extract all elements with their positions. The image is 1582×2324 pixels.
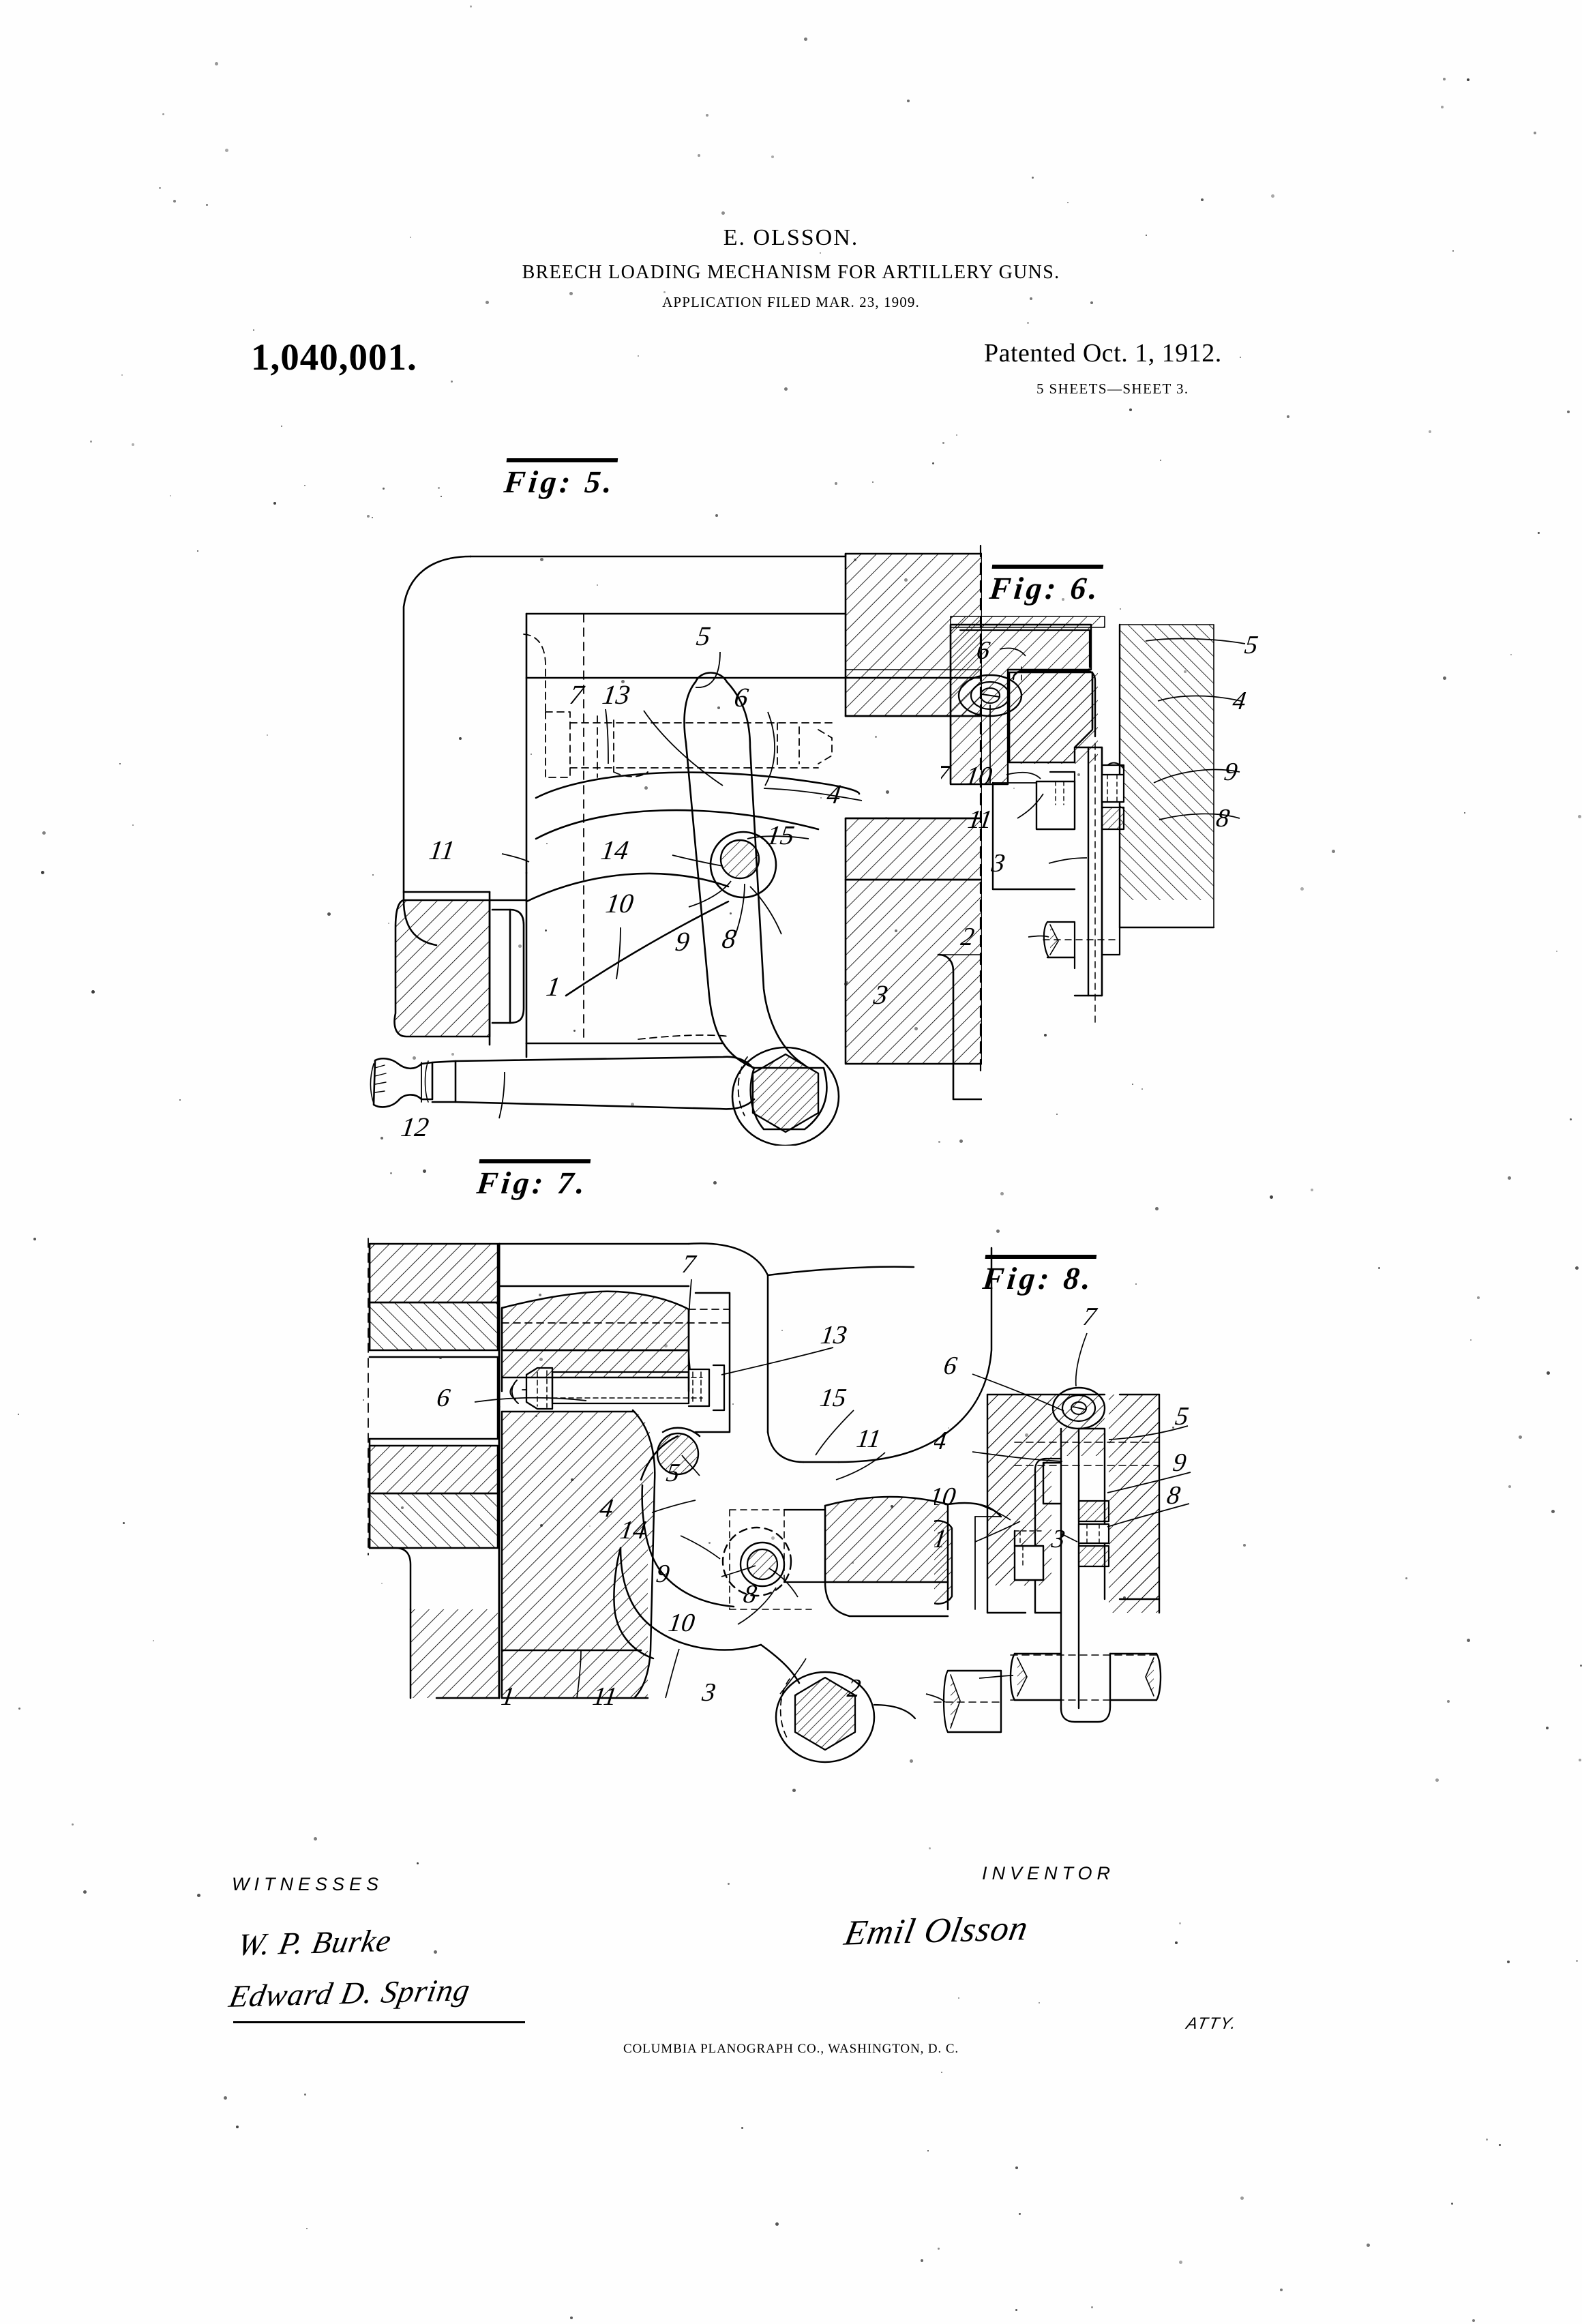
callout-9: 9 [1222, 758, 1239, 786]
figure-label-text: Fig: 7. [475, 1165, 591, 1200]
witness-signature-1: W. P. Burke [235, 1922, 395, 1963]
callout-14: 14 [618, 1516, 648, 1545]
witness-signature-underline [233, 2021, 525, 2023]
callout-15: 15 [765, 820, 796, 850]
callout-2-top: 2 [790, 1291, 807, 1320]
callout-8: 8 [720, 923, 738, 954]
figure-fig6-drawing: 6 5 4 7 10 9 11 8 3 2 [941, 614, 1302, 1105]
callout-3: 3 [1049, 1525, 1067, 1553]
figure-label-rule [479, 1159, 591, 1163]
figure-label-fig8: Fig: 8. [981, 1255, 1096, 1296]
figure-label-text: Fig: 6. [987, 571, 1103, 606]
callout-1: 1 [544, 971, 562, 1002]
witnesses-heading: WITNESSES [232, 1874, 384, 1894]
callout-11: 11 [934, 1525, 949, 1553]
header-inventor-name: E. OLSSON. [723, 225, 859, 250]
sheet-info: 5 SHEETS—SHEET 3. [1036, 381, 1189, 397]
callout-5: 5 [1243, 631, 1260, 659]
witness-signature-2: Edward D. Spring [226, 1972, 474, 2014]
callout-6: 6 [942, 1352, 959, 1380]
callout-12: 12 [399, 1112, 430, 1142]
callout-15: 15 [818, 1384, 848, 1412]
callout-3: 3 [700, 1678, 717, 1707]
figure-label-rule [506, 458, 618, 462]
header-title: BREECH LOADING MECHANISM FOR ARTILLERY G… [522, 262, 1060, 283]
callout-10: 10 [667, 1609, 697, 1637]
figure-fig7-drawing: 7 13 6 15 5 11 4 14 9 10 8 1 11 3 2 2 [348, 1227, 1002, 1793]
callout-5: 5 [695, 621, 713, 651]
callout-9: 9 [1171, 1448, 1188, 1477]
figure-label-fig7: Fig: 7. [475, 1159, 591, 1201]
header-application-date: APPLICATION FILED MAR. 23, 1909. [662, 294, 920, 310]
callout-6: 6 [435, 1384, 452, 1412]
sheet-header: E. OLSSON. BREECH LOADING MECHANISM FOR … [0, 225, 1582, 311]
callout-13: 13 [601, 679, 632, 710]
callout-4: 4 [934, 1427, 949, 1455]
figure-fig8-drawing: 7 6 5 4 9 10 8 11 3 2 [934, 1299, 1302, 1790]
callout-7: 7 [1081, 1302, 1099, 1331]
callout-2: 2 [846, 1674, 863, 1703]
patent-number: 1,040,001. [251, 336, 417, 378]
signature-block: WITNESSES INVENTOR W. P. Burke Edward D.… [0, 1828, 1582, 2053]
printer-credit: COLUMBIA PLANOGRAPH CO., WASHINGTON, D. … [623, 2042, 959, 2056]
patent-date: Patented Oct. 1, 1912. [984, 339, 1222, 368]
callout-10: 10 [934, 1483, 957, 1511]
callout-9: 9 [674, 926, 691, 957]
callout-2: 2 [959, 923, 976, 951]
figure-label-fig6: Fig: 6. [988, 565, 1103, 606]
callout-8: 8 [1214, 804, 1232, 833]
callout-10: 10 [964, 762, 994, 790]
attorney-label: ATTY. [1184, 2014, 1239, 2033]
callout-13: 13 [819, 1321, 849, 1350]
figure-label-fig5: Fig: 5. [503, 458, 618, 500]
callout-11: 11 [427, 835, 456, 865]
figure-label-text: Fig: 5. [502, 464, 618, 499]
callout-11b: 11 [591, 1682, 618, 1711]
callout-10: 10 [604, 888, 636, 919]
inventor-heading: INVENTOR [982, 1863, 1116, 1883]
callout-8: 8 [741, 1580, 758, 1609]
figure-label-text: Fig: 8. [981, 1261, 1096, 1296]
inventor-signature: Emil Olsson [841, 1909, 1032, 1953]
callout-11: 11 [966, 805, 994, 834]
figure-fig5-drawing: 5 7 13 6 4 15 11 14 10 9 8 1 12 3 [341, 518, 982, 1146]
callout-6: 6 [732, 682, 750, 713]
callout-8: 8 [1165, 1481, 1182, 1510]
figure-label-rule [985, 1255, 1096, 1259]
callout-14: 14 [599, 835, 630, 865]
figure-label-rule [991, 565, 1103, 569]
callout-7: 7 [680, 1250, 698, 1279]
callout-11: 11 [854, 1425, 882, 1453]
callout-3: 3 [989, 849, 1007, 878]
